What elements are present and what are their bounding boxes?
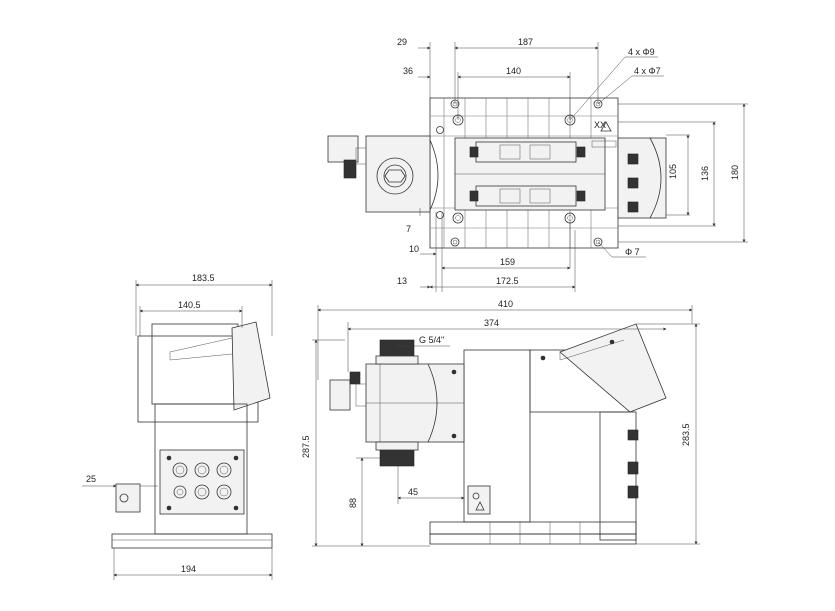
side-inlet-port bbox=[379, 339, 415, 359]
side-left-connector bbox=[329, 379, 351, 411]
dim-36: 36 bbox=[403, 66, 413, 76]
dim-140-5: 140.5 bbox=[178, 300, 201, 310]
side-view: 410 374 G 5/4" 287.5 283.5 88 45 bbox=[301, 299, 700, 547]
front-view: 183.5 140.5 25 194 bbox=[82, 273, 273, 580]
front-base bbox=[111, 533, 273, 549]
top-left-connector bbox=[327, 135, 359, 163]
side-outlet-port bbox=[379, 447, 415, 467]
dim-187: 187 bbox=[518, 37, 533, 47]
top-pump-body bbox=[365, 135, 431, 213]
dim-88: 88 bbox=[348, 498, 358, 508]
phi-7-label: Φ 7 bbox=[625, 247, 640, 257]
thread-label: G 5/4" bbox=[419, 335, 444, 345]
dim-283-5: 283.5 bbox=[681, 423, 691, 446]
dim-194: 194 bbox=[181, 564, 196, 574]
side-motor-cover bbox=[559, 323, 667, 413]
top-right-motor bbox=[617, 137, 667, 219]
dim-159: 159 bbox=[500, 257, 515, 267]
dim-7: 7 bbox=[406, 224, 411, 234]
dim-105: 105 bbox=[668, 164, 678, 179]
side-right-column bbox=[599, 411, 637, 541]
dim-140: 140 bbox=[506, 66, 521, 76]
warning-icon bbox=[600, 121, 612, 132]
dim-13: 13 bbox=[397, 276, 407, 286]
dim-287-5: 287.5 bbox=[301, 435, 311, 458]
dim-374: 374 bbox=[484, 318, 499, 328]
dim-172-5: 172.5 bbox=[496, 276, 519, 286]
front-connector-panel bbox=[159, 449, 245, 515]
dim-25: 25 bbox=[86, 474, 96, 484]
dim-180: 180 bbox=[730, 165, 740, 180]
front-cover bbox=[231, 321, 271, 411]
dim-183-5: 183.5 bbox=[192, 273, 215, 283]
holes-7-label: 4 x Φ7 bbox=[634, 66, 661, 76]
holes-9-label: 4 x Φ9 bbox=[628, 47, 655, 57]
top-rib-grid bbox=[430, 98, 618, 248]
dim-45: 45 bbox=[408, 487, 418, 497]
dim-10: 10 bbox=[409, 244, 419, 254]
top-view: XX 29 187 36 140 4 x Φ9 4 x Φ7 7 10 13 bbox=[327, 37, 748, 292]
front-cable-glands bbox=[166, 455, 239, 511]
side-base-rail bbox=[429, 521, 637, 535]
dim-136: 136 bbox=[700, 166, 710, 181]
side-terminal-box bbox=[467, 485, 491, 515]
top-label-text: XX bbox=[594, 120, 606, 130]
dim-29: 29 bbox=[397, 37, 407, 47]
dim-410: 410 bbox=[498, 299, 513, 309]
